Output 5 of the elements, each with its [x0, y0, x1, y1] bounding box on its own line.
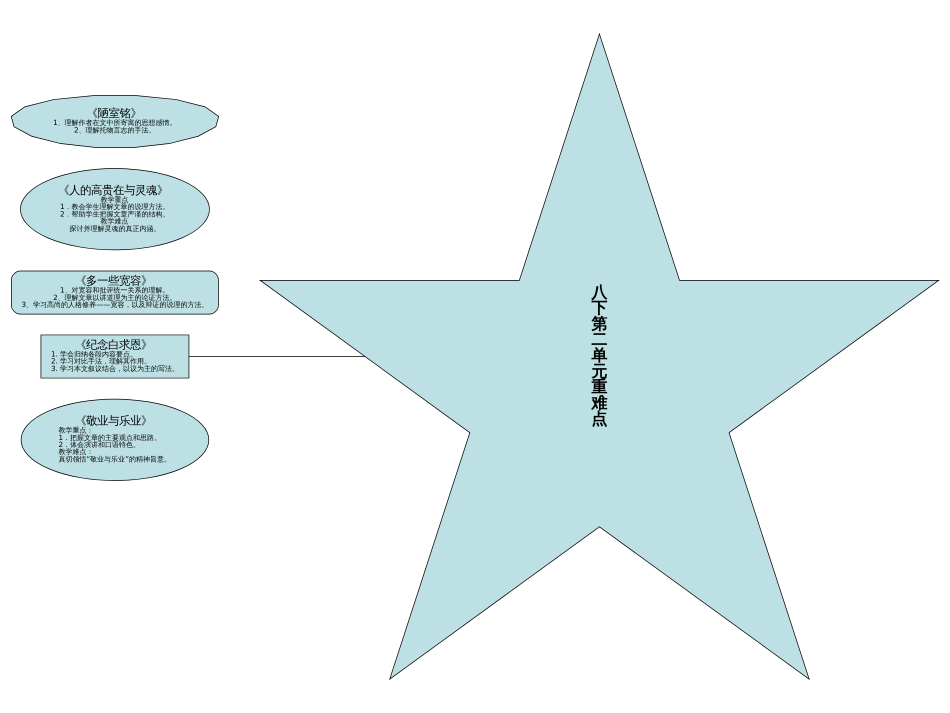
node-ellipse: 《敬业与乐业》 教学重点： 1．把握文章的主要观点和思路。 2．体会演讲和口语特色。 教学难点： 真切领悟“敬业与乐业”的精神旨意。: [20, 398, 210, 481]
node-box: 《多一些宽容》 1、对宽容和批评统一关系的理解。 2、理解文章以讲道理为主的论证方法。 3、学习高尚的人格修养——宽容，以及辩证的说理的方法。: [11, 270, 219, 314]
connector: [188, 356, 366, 357]
node-ellipse: 《人的高贵在与灵魂》 教学重点 1．教会学生理解文章的说理方法。 2．帮助学生把握文章严谨的结构。 教学难点 探讨并理解灵魂的真正内涵。: [20, 168, 210, 250]
node-box: 《纪念白求恩》 1. 学会归纳各段内容要点。 2. 学习对比手法，理解其作用。 3. 学习本文叙议结合，以议为主的写法。: [40, 334, 190, 378]
